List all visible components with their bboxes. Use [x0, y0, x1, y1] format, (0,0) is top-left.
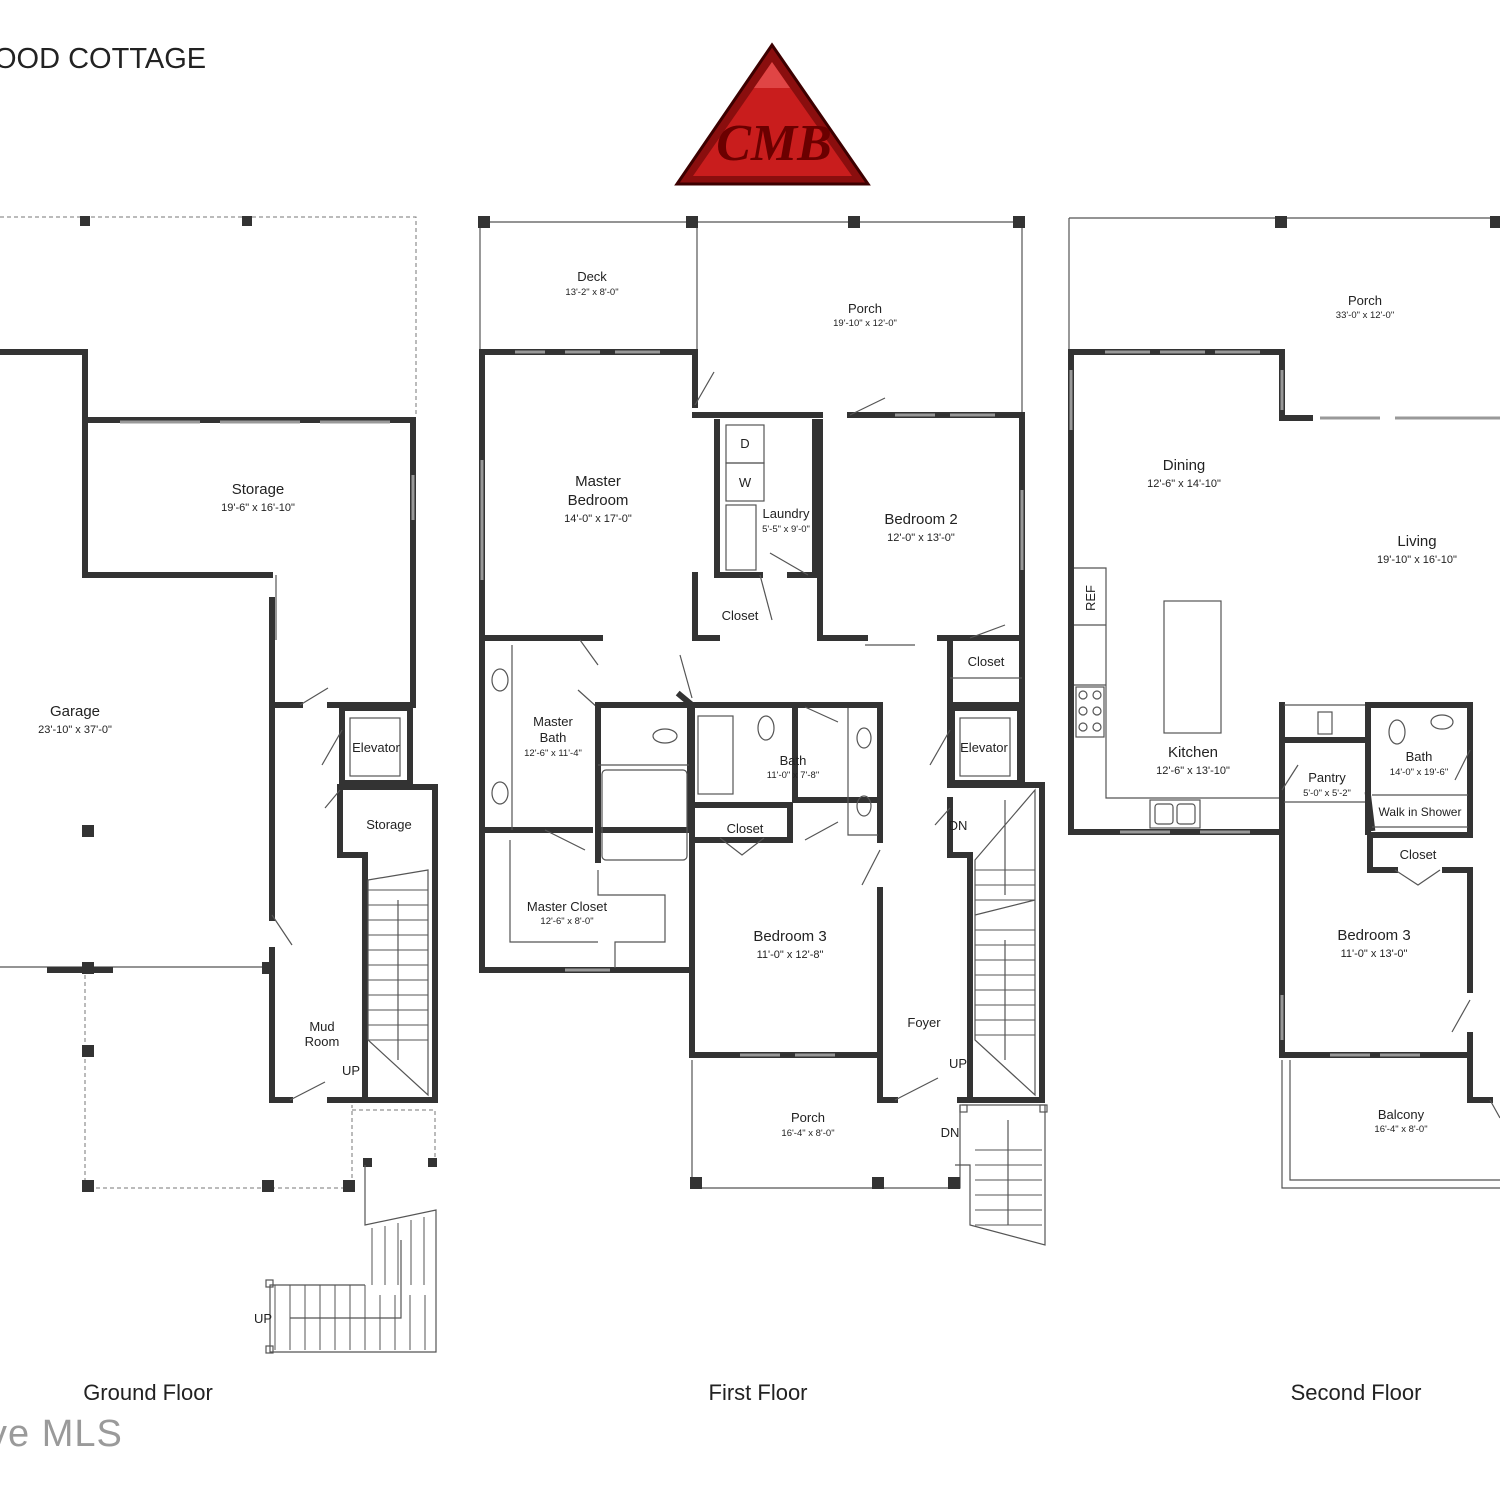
kitchen-name: Kitchen — [1168, 744, 1218, 761]
pantry-dim: 5'-0" x 5'-2" — [1303, 788, 1351, 799]
master-closet-name: Master Closet — [527, 899, 608, 914]
living-name: Living — [1397, 533, 1436, 550]
mud-room-label-2: Room — [305, 1034, 340, 1049]
mud-room-label-1: Mud — [309, 1019, 334, 1034]
kitchen-dim: 12'-6" x 13'-10" — [1156, 765, 1230, 777]
first-dn-label: DN — [949, 818, 968, 833]
ground-floor-plan: Storage 19'-6" x 16'-10" Garage 23'-10" … — [0, 216, 438, 1354]
second-porch-name: Porch — [1348, 293, 1382, 308]
bedroom2-name: Bedroom 2 — [884, 511, 957, 528]
ground-storage-small-label: Storage — [366, 817, 412, 832]
second-floor-label: Second Floor — [1291, 1380, 1422, 1405]
ground-floor-label: Ground Floor — [83, 1380, 213, 1405]
second-porch-dim: 33'-0" x 12'-0" — [1336, 310, 1394, 321]
first-floor-label: First Floor — [709, 1380, 808, 1405]
dryer-label: D — [740, 436, 749, 451]
second-bath-name: Bath — [1406, 749, 1433, 764]
first-entry-dn-label: DN — [941, 1125, 960, 1140]
cmb-logo: CMB — [674, 42, 871, 186]
master-bath-dim: 12'-6" x 11'-4" — [524, 748, 582, 759]
balcony-name: Balcony — [1378, 1107, 1425, 1122]
ref-label: REF — [1083, 585, 1098, 611]
pantry-name: Pantry — [1308, 770, 1346, 785]
first-floor-plan: Deck 13'-2" x 8'-0" Porch 19'-10" x 12'-… — [478, 216, 1048, 1246]
living-dim: 19'-10" x 16'-10" — [1377, 554, 1457, 566]
first-up-label: UP — [949, 1056, 967, 1071]
dining-name: Dining — [1163, 457, 1206, 474]
ground-storage-dim: 19'-6" x 16'-10" — [221, 502, 295, 514]
first-porch-bottom-name: Porch — [791, 1110, 825, 1125]
ground-entry-up-label: UP — [254, 1311, 272, 1326]
first-porch-bottom-dim: 16'-4" x 8'-0" — [781, 1128, 834, 1139]
ground-elevator-label: Elevator — [352, 740, 400, 755]
foyer-label: Foyer — [907, 1015, 941, 1030]
first-entry-stairs — [955, 1104, 1048, 1246]
deck-name: Deck — [577, 269, 607, 284]
right-closet-label: Closet — [968, 654, 1005, 669]
washer-label: W — [739, 475, 752, 490]
ground-entry-stairs — [265, 1109, 437, 1354]
dining-dim: 12'-6" x 14'-10" — [1147, 478, 1221, 490]
first-porch-top-dim: 19'-10" x 12'-0" — [833, 318, 897, 329]
garage-name: Garage — [50, 703, 100, 720]
second-bath-dim: 14'-0" x 19'-6" — [1390, 767, 1448, 778]
ground-stairs — [367, 869, 429, 1097]
master-bedroom-dim: 14'-0" x 17'-0" — [564, 513, 632, 525]
laundry-name: Laundry — [763, 506, 810, 521]
deck-dim: 13'-2" x 8'-0" — [565, 287, 618, 298]
master-bath-label-2: Bath — [540, 730, 567, 745]
logo-text: CMB — [716, 115, 832, 172]
first-bath-dim: 11'-0" x 7'-8" — [767, 770, 819, 781]
mls-watermark: ve MLS — [0, 1413, 123, 1455]
ground-storage-name: Storage — [232, 481, 285, 498]
first-elevator-label: Elevator — [960, 740, 1008, 755]
laundry-dim: 5'-5" x 9'-0" — [762, 524, 810, 535]
first-bedroom3-dim: 11'-0" x 12'-8" — [757, 949, 824, 961]
laundry-closet-label: Closet — [722, 608, 759, 623]
first-porch-top-name: Porch — [848, 301, 882, 316]
second-closet-label: Closet — [1400, 847, 1437, 862]
second-bedroom3-name: Bedroom 3 — [1337, 927, 1410, 944]
second-bedroom3-dim: 11'-0" x 13'-0" — [1341, 948, 1408, 960]
ground-up-label: UP — [342, 1063, 360, 1078]
master-bedroom-label-2: Bedroom — [568, 492, 629, 509]
master-bath-label-1: Master — [533, 714, 573, 729]
first-bath-name: Bath — [780, 753, 807, 768]
garage-dim: 23'-10" x 37'-0" — [38, 724, 112, 736]
master-closet-dim: 12'-6" x 8'-0" — [540, 916, 593, 927]
bath-closet-label: Closet — [727, 821, 764, 836]
first-bedroom3-name: Bedroom 3 — [753, 928, 826, 945]
walk-in-shower-label: Walk in Shower — [1379, 805, 1462, 819]
plan-title: OOD COTTAGE — [0, 43, 206, 75]
master-bedroom-label-1: Master — [575, 473, 621, 490]
balcony-dim: 16'-4" x 8'-0" — [1374, 1124, 1427, 1135]
bedroom2-dim: 12'-0" x 13'-0" — [887, 532, 955, 544]
second-floor-plan: Porch 33'-0" x 12'-0" Dining 12'-6" x 14… — [1068, 216, 1500, 1189]
first-stairs — [974, 788, 1036, 1097]
